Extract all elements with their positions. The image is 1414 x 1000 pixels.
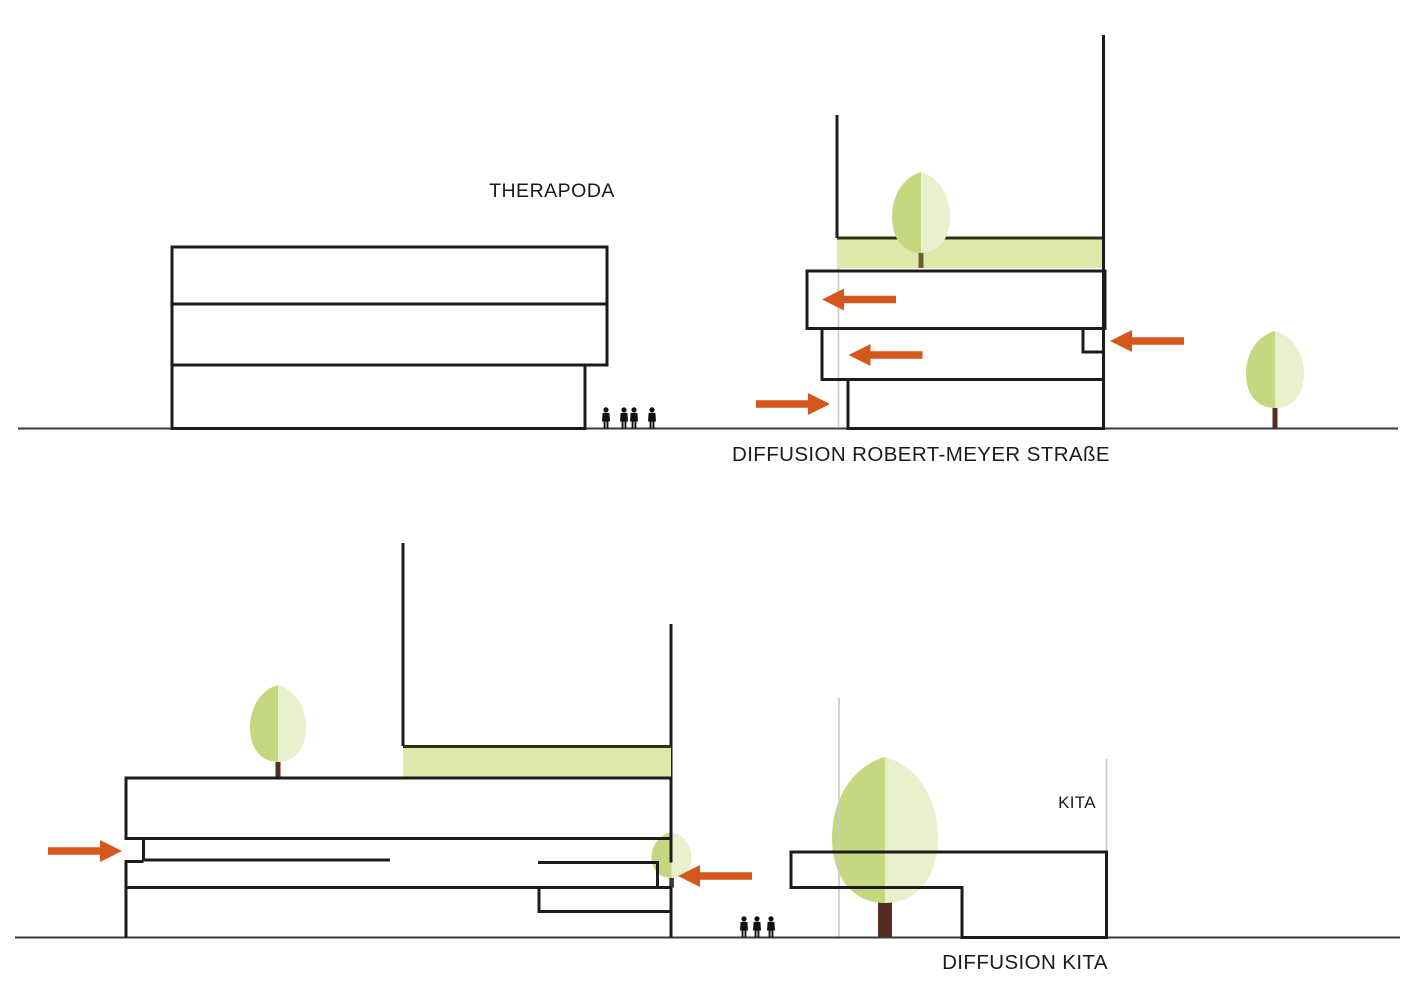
diffusion-strasse-caption: DIFFUSION ROBERT-MEYER STRAßE	[732, 443, 1110, 466]
tree-trunk	[918, 247, 924, 268]
kita-outline	[789, 850, 1108, 939]
diffusion-arrow-icon	[1110, 330, 1184, 352]
diffusion-arrow-icon	[756, 393, 830, 415]
mezzanine-line-right	[538, 861, 659, 888]
strasse-slab-bottom	[846, 378, 1105, 430]
tree-icon	[832, 757, 938, 938]
person-icon	[767, 916, 775, 938]
diffusion-arrow-icon	[678, 865, 752, 887]
entry-notch-left	[142, 838, 390, 862]
people-group-top	[602, 407, 656, 429]
main-building	[124, 543, 673, 938]
diffusion-arrows-top	[756, 288, 1184, 415]
person-icon	[602, 407, 610, 429]
diffusion-kita-caption: DIFFUSION KITA	[942, 951, 1108, 974]
elevation-diagram-strasse: THERAPODA DIFFUSION ROBERT-MEYER STRAßE	[18, 35, 1398, 466]
diffusion-arrow-icon	[48, 840, 122, 862]
therapoda-label: THERAPODA	[489, 180, 615, 202]
tree-icon	[250, 685, 306, 778]
kita-label: KITA	[1058, 793, 1096, 812]
left-edge-lower	[124, 860, 144, 938]
tree-icon	[651, 832, 692, 888]
tree-icon	[892, 172, 950, 268]
person-icon	[630, 407, 638, 429]
strasse-slab-middle	[820, 327, 1105, 381]
roof-garden-band	[837, 238, 1104, 268]
tree-trunk	[878, 896, 892, 938]
person-icon	[620, 407, 628, 429]
person-icon	[648, 407, 656, 429]
roof-garden-band	[403, 747, 671, 778]
diffusion-arrow-icon	[848, 344, 923, 366]
strasse-building	[805, 35, 1107, 430]
main-slab-top	[124, 776, 673, 840]
tree-trunk	[1272, 402, 1278, 429]
recessed-step-box	[537, 887, 671, 913]
people-group-bottom	[740, 916, 775, 938]
tree-trunk	[275, 758, 281, 778]
therapoda-slab-top	[170, 245, 609, 306]
kita-building	[789, 850, 1108, 939]
person-icon	[740, 916, 748, 938]
therapoda-building	[170, 245, 609, 430]
tree-icon	[1246, 331, 1304, 429]
person-icon	[753, 916, 761, 938]
elevation-diagram-kita: KITA DIFFUSION KITA	[15, 543, 1400, 974]
therapoda-slab-middle	[170, 302, 609, 367]
diffusion-arrow-icon	[822, 288, 896, 311]
therapoda-slab-bottom	[170, 363, 587, 430]
